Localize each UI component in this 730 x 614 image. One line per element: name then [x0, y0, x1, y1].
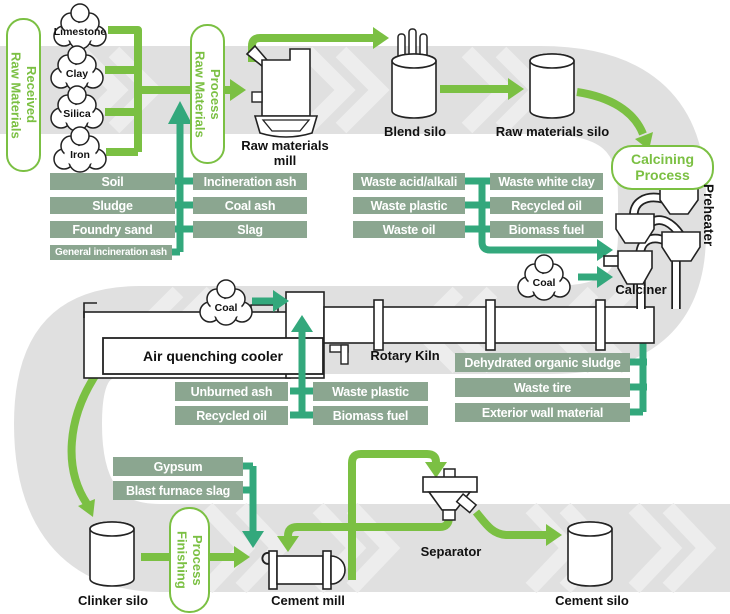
- cloud-label: Coal: [532, 277, 556, 289]
- material-box: Biomass fuel: [490, 221, 603, 238]
- cooler-label-box: [102, 337, 324, 375]
- cloud-label: Coal: [214, 302, 238, 314]
- stage-label: Raw Materials: [8, 51, 24, 139]
- material-box: Waste acid/alkali: [353, 173, 465, 190]
- stage-label: Process: [635, 166, 690, 183]
- material-box: Recycled oil: [490, 197, 603, 214]
- material-box: Recycled oil: [175, 406, 288, 425]
- material-box: Dehydrated organic sludge: [455, 353, 630, 372]
- kiln-elbow-icon: [329, 344, 349, 365]
- material-box: Waste oil: [353, 221, 465, 238]
- rotary-kiln-label: Rotary Kiln: [370, 348, 440, 363]
- material-box: Slag: [193, 221, 307, 238]
- teal-arrowheads: [168, 101, 613, 548]
- material-box: Waste plastic: [353, 197, 465, 214]
- calciner-icon: [603, 250, 653, 285]
- cement-mill-label: Cement mill: [271, 593, 345, 608]
- cement-silo-label: Cement silo: [555, 593, 629, 608]
- material-box: Coal ash: [193, 197, 307, 214]
- separator-label: Separator: [420, 544, 482, 559]
- material-box: Exterior wall material: [455, 403, 630, 422]
- cyclone-icon: [615, 213, 655, 244]
- teal-arrowheads: [273, 290, 313, 332]
- separator-icon: [422, 468, 478, 521]
- raw-materials-silo-label: Raw materials silo: [495, 124, 610, 139]
- green-arrowheads: [78, 27, 653, 568]
- stage-label: Calcining: [630, 151, 694, 168]
- stage-label: Process: [208, 68, 224, 120]
- stage-label: Process: [190, 534, 206, 586]
- material-box: Waste tire: [455, 378, 630, 397]
- material-box: Unburned ash: [175, 382, 288, 401]
- blend-silo-label: Blend silo: [383, 124, 447, 139]
- cement-mill-icon: [261, 550, 346, 590]
- cloud-label: Silica: [63, 108, 91, 120]
- material-box: Biomass fuel: [313, 406, 428, 425]
- cyclone-icon: [661, 231, 701, 262]
- material-box: Incineration ash: [193, 173, 307, 190]
- material-box: Soil: [50, 173, 175, 190]
- stage-label: Raw Materials: [192, 50, 208, 138]
- raw-materials-mill-icon: [245, 44, 319, 138]
- teal-kiln-feed-lines: [252, 297, 313, 419]
- material-box: Waste plastic: [313, 382, 428, 401]
- material-box: Gypsum: [113, 457, 243, 476]
- blend-silo-icon: [391, 28, 437, 119]
- green-flow-lines: [67, 26, 647, 580]
- cloud-label: Iron: [70, 149, 90, 161]
- calciner-label: Calciner: [615, 282, 667, 297]
- stage-label: Received: [24, 66, 40, 124]
- material-box: Waste white clay: [490, 173, 603, 190]
- cloud-label: Limestone: [53, 26, 107, 38]
- stage-label: Finishing: [174, 531, 190, 589]
- clinker-silo-label: Clinker silo: [77, 593, 149, 608]
- cloud-label: Clay: [65, 68, 89, 80]
- raw-materials-mill-label: Raw materials mill: [241, 138, 329, 168]
- material-box: Foundry sand: [50, 221, 175, 238]
- material-box: General incineration ash: [50, 245, 172, 260]
- air-quenching-cooler-label: Air quenching cooler: [142, 348, 283, 364]
- material-box: Sludge: [50, 197, 175, 214]
- preheater-label: Preheater: [701, 184, 716, 247]
- material-box: Blast furnace slag: [113, 481, 243, 500]
